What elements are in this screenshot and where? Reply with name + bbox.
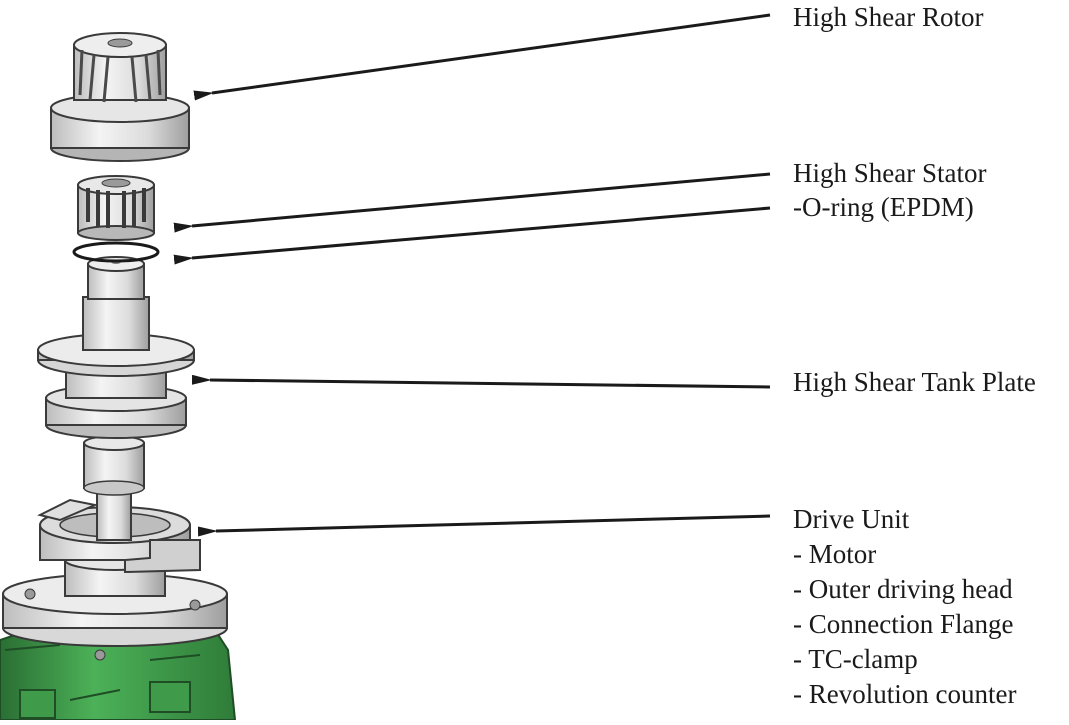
o-ring-part (72, 241, 160, 263)
label-tank-plate: High Shear Tank Plate (793, 367, 1036, 397)
label-drive-tc-clamp: - TC-clamp (793, 644, 918, 674)
arrow-stator (173, 172, 771, 233)
drive-shaft (83, 435, 145, 541)
label-stator: High Shear Stator (793, 158, 987, 188)
label-drive-motor: - Motor (793, 539, 877, 569)
arrow-tank-plate (191, 374, 771, 389)
arrow-rotor (193, 13, 771, 101)
motor-housing (0, 629, 237, 721)
leader-arrows (173, 13, 771, 537)
label-rotor: High Shear Rotor (793, 2, 984, 32)
label-oring: -O-ring (EPDM) (793, 192, 974, 222)
rotor-part (50, 32, 190, 162)
stator-part (77, 175, 155, 241)
label-drive-flange: - Connection Flange (793, 609, 1014, 639)
arrow-oring (173, 206, 771, 265)
label-drive-rev-counter: - Revolution counter (793, 679, 1017, 709)
label-drive-outer-head: - Outer driving head (793, 574, 1013, 604)
tank-plate-part (37, 256, 195, 439)
arrow-drive-unit (197, 514, 771, 537)
label-drive-unit: Drive Unit (793, 504, 910, 534)
